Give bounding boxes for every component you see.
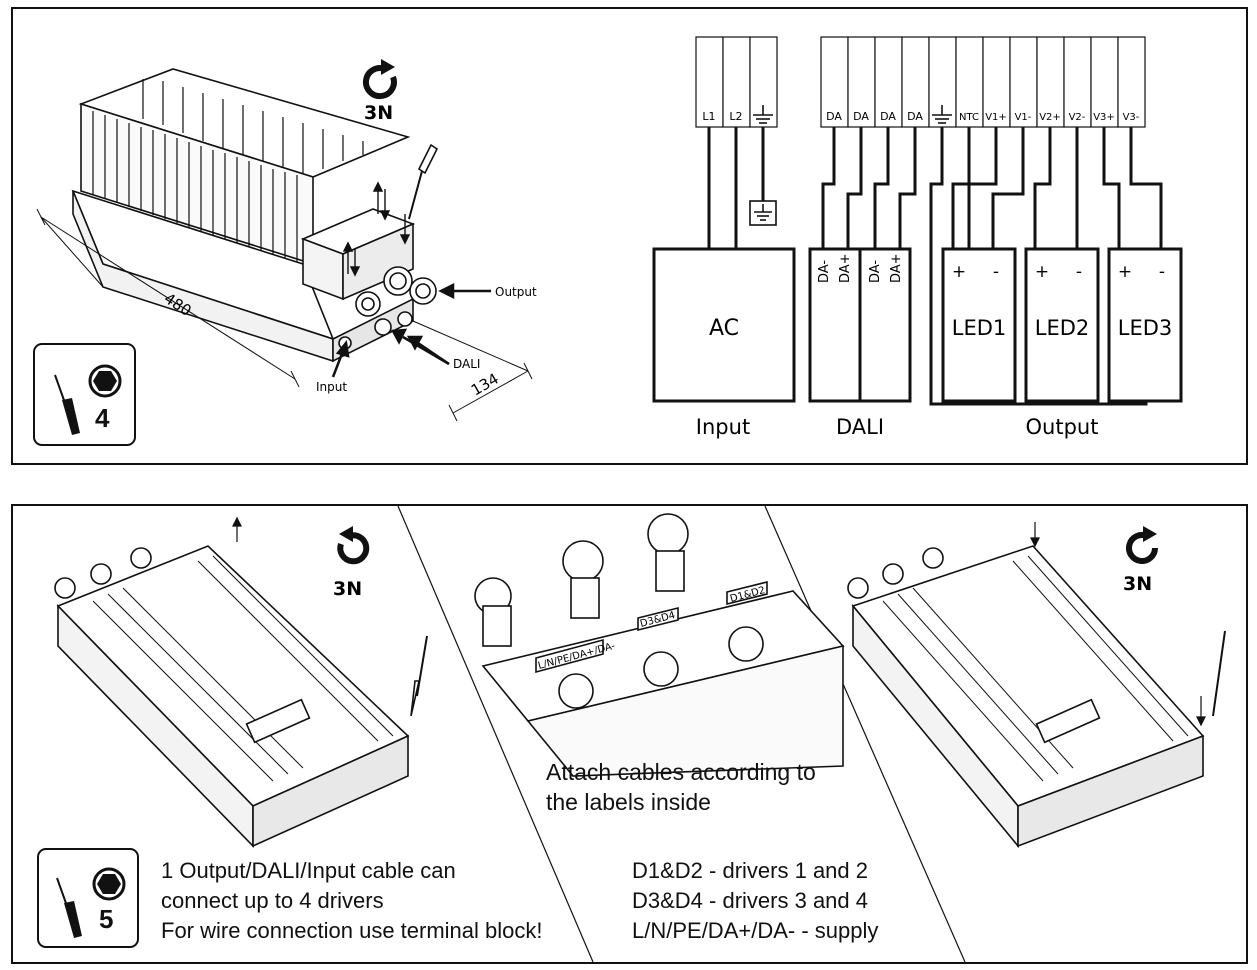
note-line: 1 Output/DALI/Input cable can <box>161 858 456 883</box>
terminal-l1: L1 <box>702 110 715 123</box>
panel-divider-left <box>397 506 594 962</box>
terminal-ntc: NTC <box>959 112 979 123</box>
terminal-v3-minus: V3- <box>1123 112 1140 123</box>
terminal-da: DA <box>907 110 923 123</box>
tool-box-4: 4 <box>33 343 136 446</box>
note-line: connect up to 4 drivers <box>161 888 384 913</box>
hex-nut-icon <box>88 364 122 398</box>
rotate-clockwise-icon <box>362 59 397 100</box>
terminal-v2-plus: V2+ <box>1039 112 1061 123</box>
note-line: For wire connection use terminal block! <box>161 918 543 943</box>
bottom-panel-drawing: 3N L/N/PE/DA+/DA- D3&D4 D1&D2 <box>54 506 1226 962</box>
terminal-v3-plus: V3+ <box>1093 112 1115 123</box>
tool-box-number: 5 <box>99 904 114 934</box>
top-panel: 480 134 Output DALI Input 3N <box>11 7 1248 465</box>
terminal-v1-plus: V1+ <box>985 112 1007 123</box>
wiring-schematic <box>652 36 1183 406</box>
group-labels: Input DALI Output <box>696 415 1099 439</box>
screwdriver-icon <box>56 877 82 938</box>
tool-box-5: 5 <box>37 848 139 948</box>
terminal-da: DA <box>826 110 842 123</box>
led2-label: LED2 <box>1035 316 1090 340</box>
led1-plus: + <box>952 262 966 282</box>
led3-label: LED3 <box>1118 316 1173 340</box>
terminal-da: DA <box>853 110 869 123</box>
driver-housing-illustration <box>71 68 439 363</box>
lid-arrow-left <box>232 516 242 542</box>
terminal-v1-minus: V1- <box>1015 112 1032 123</box>
terminal-da: DA <box>880 110 896 123</box>
terminal-l2: L2 <box>729 110 742 123</box>
screwdriver-icon <box>54 374 80 435</box>
dali-pin-labels: DA- DA+ DA- DA+ <box>817 253 904 283</box>
dimension-lines <box>36 208 533 422</box>
dali-pin-label: DA- <box>817 260 832 283</box>
notes-right: D1&D2 - drivers 1 and 2 D3&D4 - drivers … <box>632 856 878 946</box>
dali-group-label: DALI <box>836 415 884 439</box>
enclosure-closed-left <box>54 545 428 848</box>
callout-output-label: Output <box>495 285 537 299</box>
led1-label: LED1 <box>952 316 1007 340</box>
led-polarity-labels: + - + - + - <box>952 262 1165 282</box>
note-line: D1&D2 - drivers 1 and 2 <box>632 858 868 883</box>
led2-minus: - <box>1076 262 1082 282</box>
dali-pin-label: DA+ <box>889 253 904 283</box>
top-panel-drawing: 480 134 Output DALI Input 3N <box>36 36 1183 439</box>
lid-arrows-right <box>1030 522 1206 727</box>
led1-minus: - <box>993 262 999 282</box>
screw-arrows <box>342 181 411 277</box>
led3-plus: + <box>1118 262 1132 282</box>
led3-minus: - <box>1159 262 1165 282</box>
callout-arrows <box>331 282 491 378</box>
note-line: D3&D4 - drivers 3 and 4 <box>632 888 868 913</box>
terminal-labels: L1 L2 DA DA DA DA NTC V1+ V1- V2+ V2- V3… <box>702 110 1139 123</box>
attach-line: the labels inside <box>546 789 711 815</box>
notes-left: 1 Output/DALI/Input cable can connect up… <box>161 856 543 946</box>
dali-pin-label: DA+ <box>838 253 853 283</box>
rotate-counterclockwise-icon <box>337 526 370 565</box>
ac-block-label: AC <box>709 316 739 341</box>
led-block-labels: LED1 LED2 LED3 <box>952 316 1173 340</box>
terminal-v2-minus: V2- <box>1069 112 1086 123</box>
enclosure-open-interior <box>474 513 845 777</box>
torque-value-right: 3N <box>1123 573 1152 595</box>
torque-value-left: 3N <box>333 578 362 600</box>
input-group-label: Input <box>696 415 750 439</box>
tool-box-number: 4 <box>95 403 110 433</box>
bottom-panel: 3N L/N/PE/DA+/DA- D3&D4 D1&D2 <box>11 504 1248 964</box>
callout-dali-label: DALI <box>453 357 480 371</box>
enclosure-closed-right <box>847 545 1226 849</box>
note-line: L/N/PE/DA+/DA- - supply <box>632 918 879 943</box>
attach-line: Attach cables according to <box>546 759 816 785</box>
attach-instruction: Attach cables according to the labels in… <box>546 757 816 817</box>
dali-pin-label: DA- <box>868 260 883 283</box>
callout-input-label: Input <box>316 380 347 394</box>
rotate-clockwise-icon <box>1126 526 1158 564</box>
torque-value: 3N <box>364 102 393 124</box>
led2-plus: + <box>1035 262 1049 282</box>
panel-divider-right <box>764 506 966 962</box>
output-group-label: Output <box>1026 415 1099 439</box>
hex-nut-icon <box>92 867 126 901</box>
